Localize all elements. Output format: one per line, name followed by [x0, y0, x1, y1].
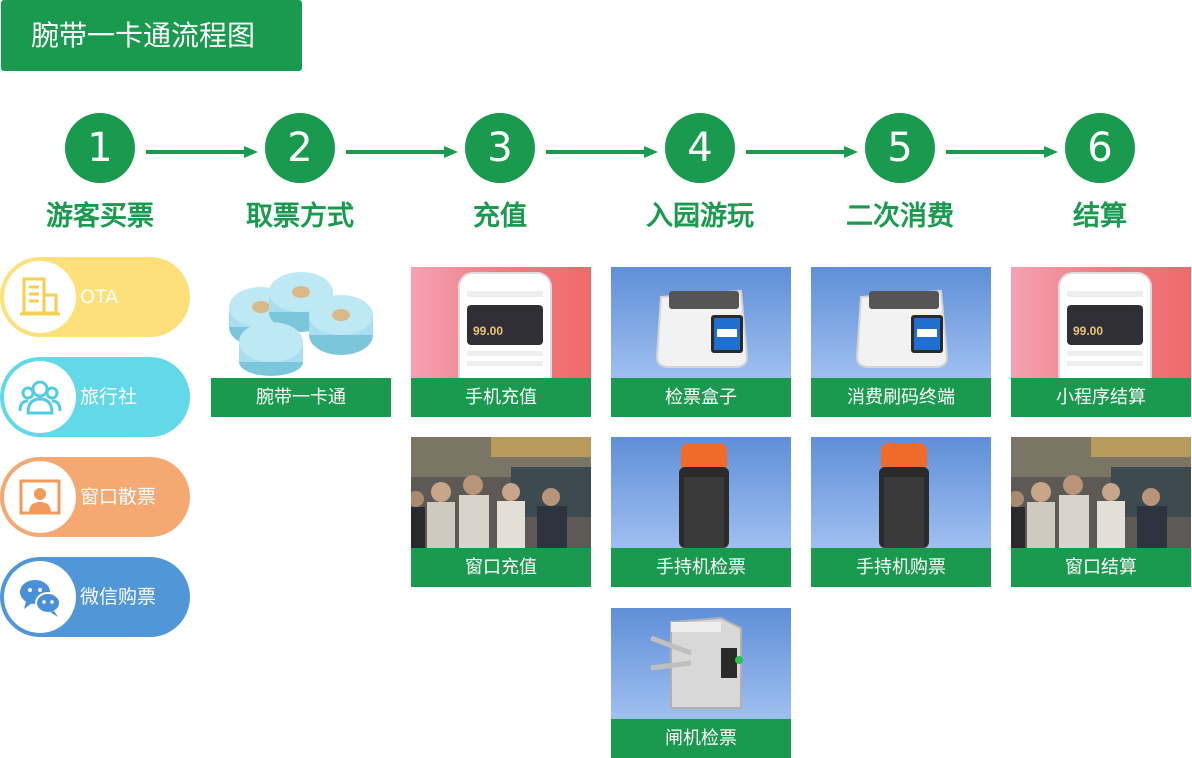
step-5-label: 二次消费	[846, 201, 954, 232]
arrow-5-6	[946, 146, 1058, 158]
ticket-window-crowd-image	[1011, 437, 1191, 548]
step-1-label: 游客买票	[46, 201, 154, 232]
step-3-label: 充值	[473, 201, 527, 232]
arrow-3-4	[546, 146, 658, 158]
card-caption: 消费刷码终端	[811, 378, 991, 417]
card-ticket-box: 检票盒子	[611, 267, 791, 417]
turnstile-gate-image	[611, 608, 791, 719]
card-handheld-purchase: 手持机购票	[811, 437, 991, 587]
step-4-label: 入园游玩	[646, 201, 754, 232]
card-window-settle: 窗口结算	[1011, 437, 1191, 587]
step-2-circle: 2	[265, 113, 335, 183]
card-caption: 手持机检票	[611, 548, 791, 587]
step-5-circle: 5	[865, 113, 935, 183]
step-2-label: 取票方式	[246, 201, 354, 232]
arrow-2-3	[346, 146, 458, 158]
phone-app-image: 99.00	[1011, 267, 1191, 378]
phone-app-image: 99.00	[411, 267, 591, 378]
handheld-device-image	[611, 437, 791, 548]
arrow-1-2	[146, 146, 258, 158]
purchase-option-label: OTA	[80, 286, 119, 308]
card-caption: 窗口充值	[411, 548, 591, 587]
card-gate-check: 闸机检票	[611, 608, 791, 758]
step-4-circle: 4	[665, 113, 735, 183]
step-1-circle: 1	[65, 113, 135, 183]
card-caption: 手机充值	[411, 378, 591, 417]
card-pos-terminal: 消费刷码终端	[811, 267, 991, 417]
card-mini-program: 99.00 小程序结算	[1011, 267, 1191, 417]
group-people-icon	[4, 361, 76, 433]
ticket-box-device-image	[611, 267, 791, 378]
card-caption: 腕带一卡通	[211, 378, 391, 417]
step-6-circle: 6	[1065, 113, 1135, 183]
card-window-recharge: 窗口充值	[411, 437, 591, 587]
purchase-option-window: 窗口散票	[0, 457, 190, 537]
card-caption: 检票盒子	[611, 378, 791, 417]
purchase-option-travel-agency: 旅行社	[0, 357, 190, 437]
arrow-4-5	[746, 146, 858, 158]
pos-terminal-image	[811, 267, 991, 378]
card-wristband: 腕带一卡通	[211, 267, 391, 417]
purchase-option-label: 旅行社	[80, 386, 138, 408]
card-caption: 小程序结算	[1011, 378, 1191, 417]
document-building-icon	[4, 261, 76, 333]
handheld-device-image	[811, 437, 991, 548]
card-caption: 手持机购票	[811, 548, 991, 587]
card-caption: 窗口结算	[1011, 548, 1191, 587]
step-3-circle: 3	[465, 113, 535, 183]
ticket-window-crowd-image	[411, 437, 591, 548]
purchase-option-ota: OTA	[0, 257, 190, 337]
wristband-rolls-image	[211, 267, 391, 378]
page-title: 腕带一卡通流程图	[1, 0, 302, 71]
phone-balance-text: 99.00	[1073, 324, 1103, 338]
phone-balance-text: 99.00	[473, 324, 503, 338]
step-6-label: 结算	[1073, 201, 1127, 232]
purchase-option-label: 窗口散票	[80, 486, 157, 508]
card-phone-recharge: 99.00 手机充值	[411, 267, 591, 417]
purchase-option-label: 微信购票	[80, 586, 157, 608]
wechat-icon	[4, 561, 76, 633]
card-caption: 闸机检票	[611, 719, 791, 758]
purchase-option-wechat: 微信购票	[0, 557, 190, 637]
card-handheld-check: 手持机检票	[611, 437, 791, 587]
window-person-icon	[4, 461, 76, 533]
